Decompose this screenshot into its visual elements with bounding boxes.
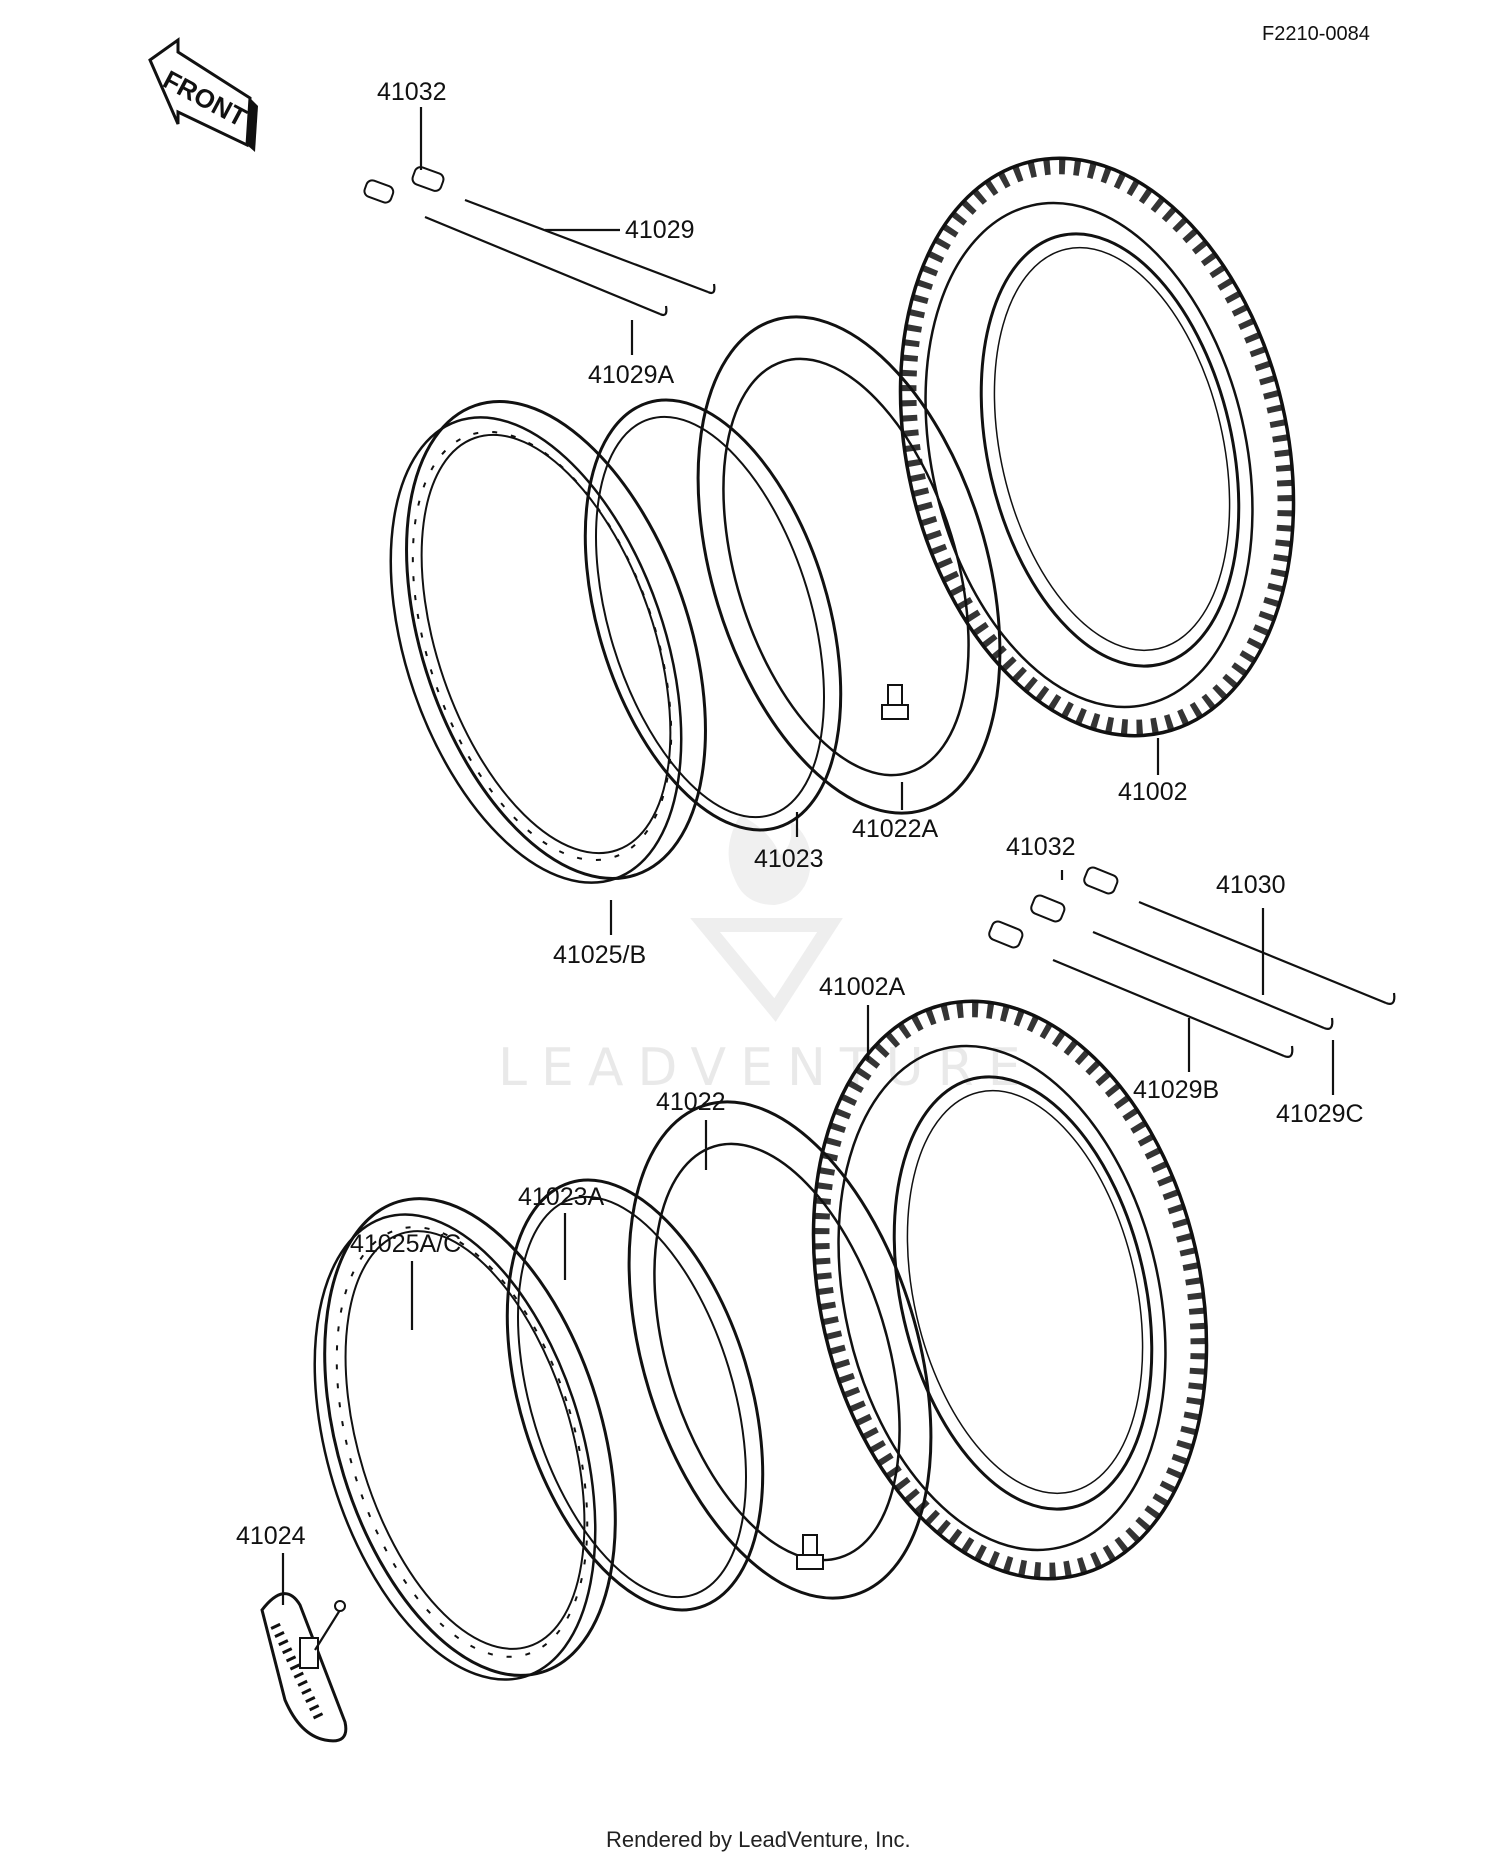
label-41030: 41030 [1216, 871, 1286, 899]
part-labels: 41032 41029 41029A 41002 41022A 41023 41… [236, 78, 1364, 1550]
label-41029A: 41029A [588, 361, 675, 389]
top-rim [389, 400, 707, 884]
leader-lines [281, 107, 1335, 1605]
top-tube [696, 315, 1002, 815]
label-41029B: 41029B [1133, 1076, 1219, 1104]
bottom-rim [313, 1197, 617, 1681]
label-41032-mid: 41032 [1006, 833, 1076, 861]
label-41023A: 41023A [518, 1183, 605, 1211]
top-spoke-set [363, 166, 716, 317]
bottom-tire [811, 999, 1209, 1581]
label-41025B: 41025/B [553, 941, 646, 969]
label-41025AC: 41025A/C [350, 1230, 461, 1258]
top-tire [898, 156, 1296, 738]
leadventure-watermark: LEADVENTURE [498, 815, 1035, 1098]
label-41022: 41022 [656, 1088, 726, 1116]
label-41029: 41029 [625, 216, 695, 244]
label-41002: 41002 [1118, 778, 1188, 806]
top-rim-band [583, 398, 843, 832]
label-41024: 41024 [236, 1522, 306, 1550]
front-arrow: FRONT [148, 37, 258, 152]
bottom-tube [627, 1100, 933, 1600]
label-41022A: 41022A [852, 815, 939, 843]
label-41002A: 41002A [819, 973, 906, 1001]
label-41032-top: 41032 [377, 78, 447, 106]
rim-lock [260, 1592, 348, 1743]
footer-credit: Rendered by LeadVenture, Inc. [606, 1827, 911, 1852]
watermark-text: LEADVENTURE [498, 1038, 1035, 1098]
diagram-code: F2210-0084 [1262, 23, 1370, 45]
label-41029C: 41029C [1276, 1100, 1364, 1128]
bottom-rim-band [505, 1178, 765, 1612]
label-41023: 41023 [754, 845, 824, 873]
